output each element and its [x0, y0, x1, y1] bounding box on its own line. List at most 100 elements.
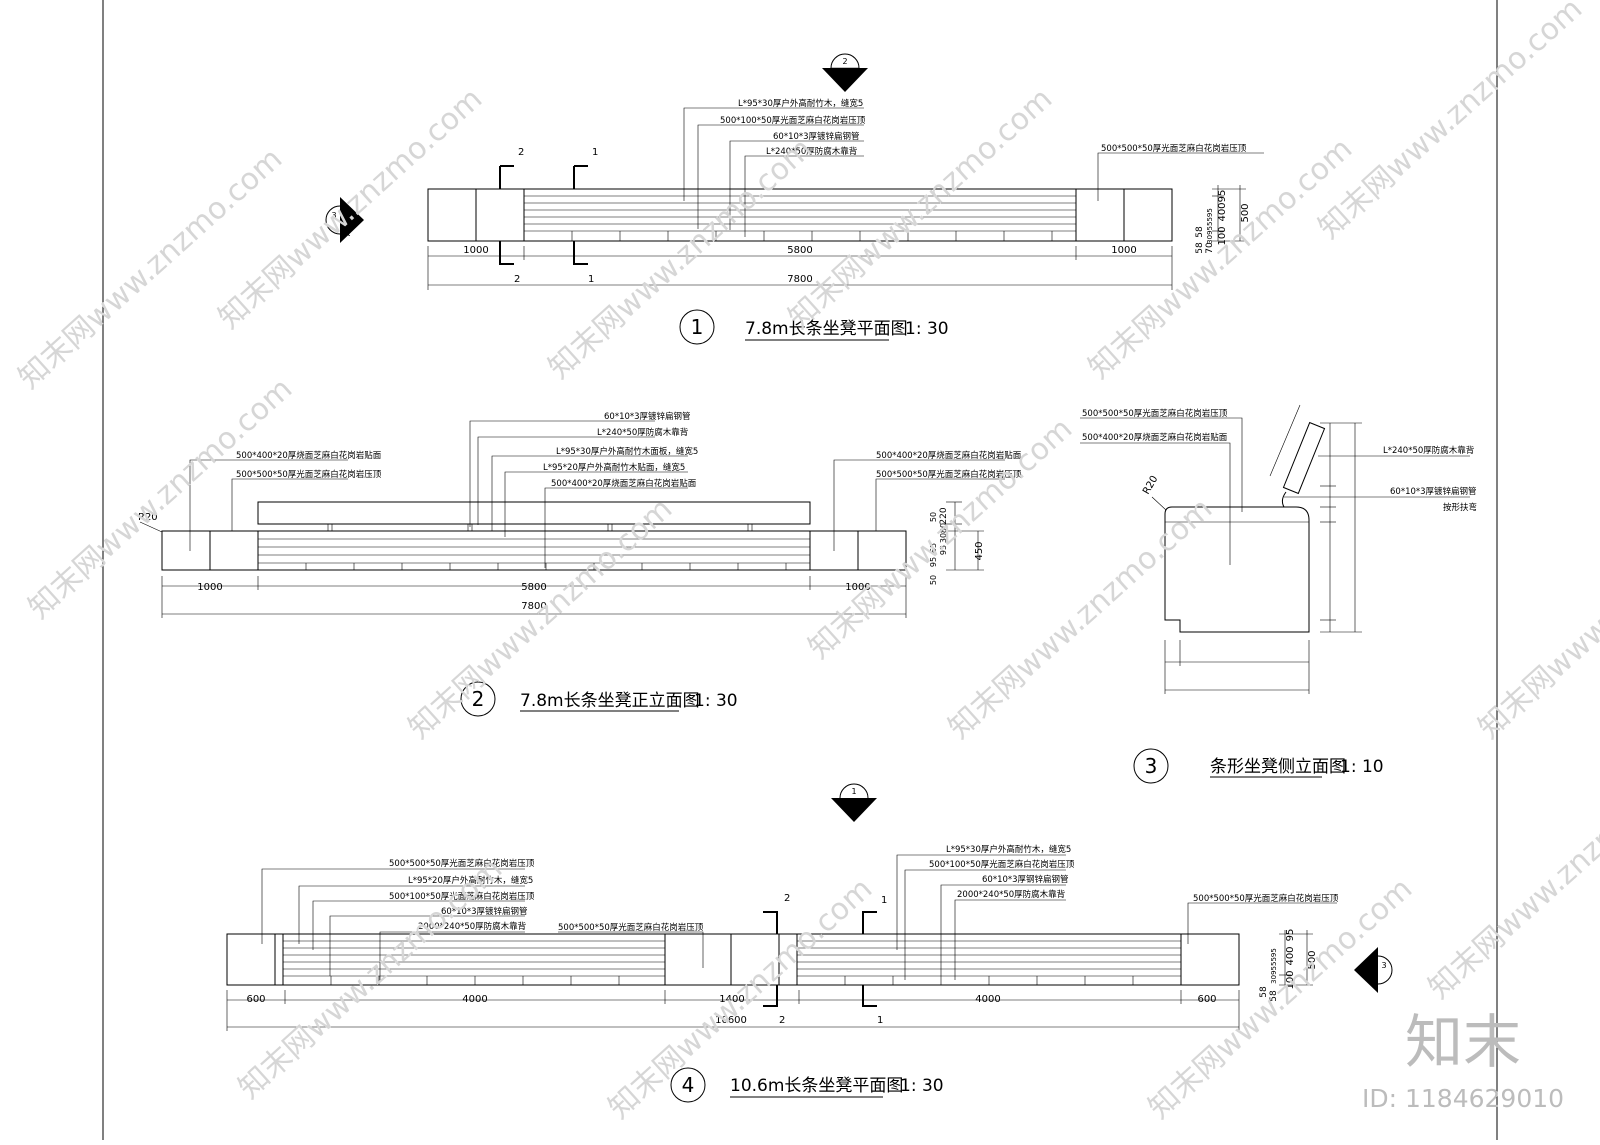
dimension-text: 95	[929, 557, 938, 567]
leader-line	[954, 899, 1066, 980]
detail-callout-right: 3 AT-01.5	[1354, 947, 1393, 993]
material-note: 500*500*50厚光面芝麻白花岗岩压顶	[558, 922, 704, 933]
steel-tube	[1281, 491, 1287, 508]
backrest-post	[327, 523, 333, 532]
radius-label: R20	[138, 512, 158, 523]
leader-line	[504, 471, 688, 537]
bench-outline	[226, 933, 1240, 986]
dimension-text: 30955595	[1270, 948, 1278, 984]
drawing-title: 条形坐凳侧立面图	[1210, 757, 1346, 777]
material-note: 按形扶弯	[1443, 502, 1477, 513]
svg-text:3: 3	[1381, 961, 1386, 970]
dimension-text: 5800	[787, 245, 812, 256]
section-label: 2	[518, 147, 524, 158]
section-marker	[862, 911, 877, 934]
material-note: 60*10*3厚镀锌扁钢管	[1390, 486, 1477, 497]
dimension-line	[1269, 404, 1301, 477]
dimension-text: 58	[1269, 990, 1279, 1002]
section-label: 1	[881, 895, 887, 906]
material-note: 2000*240*50厚防腐木靠背	[957, 889, 1066, 900]
watermark-text: 知末网www.znzmo.com	[942, 491, 1219, 746]
dimension-text: 30	[939, 533, 948, 543]
slat-ticks	[330, 976, 1134, 985]
leader-line	[469, 420, 655, 527]
dimension-text: 100	[1285, 970, 1296, 989]
material-note: 500*400*20厚烧面芝麻白花岗岩贴面	[1082, 432, 1228, 443]
radius-leader	[139, 521, 163, 533]
dimension-text: 500	[1307, 950, 1318, 969]
leader-line	[329, 915, 525, 976]
watermark-text: 知末网www.znzmo.com	[12, 141, 289, 396]
watermark-text: 知末网www.znzmo.com	[1422, 751, 1600, 1006]
detail-callout-left: 3 AT-01.5	[325, 197, 364, 243]
radius-leader	[1151, 496, 1167, 511]
drawing-title: 7.8m长条坐凳平面图	[745, 319, 908, 339]
svg-text:AT-01.6: AT-01.6	[842, 802, 866, 810]
dimension-text: 600	[246, 994, 265, 1005]
dimension-text: 100	[1217, 226, 1228, 245]
dimension-text: 1000	[197, 582, 222, 593]
watermark-text: 知末网www.znzmo.com	[212, 81, 489, 336]
leader-line	[312, 900, 525, 950]
backrest-section	[1282, 421, 1326, 495]
dimension-text: 70	[1205, 242, 1215, 254]
drawing-number-circle	[1133, 748, 1169, 784]
svg-text:AT-01.5: AT-01.5	[344, 212, 352, 236]
material-note: 60*10*3厚镀锌扁钢管	[604, 411, 691, 422]
drawing-scale: 1: 30	[900, 1076, 944, 1096]
leader-line	[261, 868, 525, 944]
watermark-text: 知末网www.znzmo.com	[542, 131, 819, 386]
dimension-text: 500	[1240, 203, 1251, 222]
material-note: L*95*20厚户外高耐竹木，缝宽5	[408, 875, 533, 886]
section-marker	[763, 911, 778, 934]
section-label: 2	[784, 893, 790, 904]
dimension-text: 50	[929, 575, 938, 585]
leader-line	[189, 459, 348, 551]
dimension-text: 95	[939, 545, 948, 555]
leader-line	[1097, 152, 1264, 201]
svg-text:2: 2	[842, 57, 847, 66]
image-id: ID: 1184629010	[1362, 1084, 1564, 1113]
leader-line	[1080, 442, 1231, 565]
leader-line	[697, 124, 864, 229]
watermark-text: 知末网www.znzmo.com	[22, 371, 299, 626]
slat-lines	[283, 940, 1181, 977]
drawing-number-circle	[679, 309, 715, 345]
leader-line	[729, 140, 864, 230]
plan-10600-bench: 2 1 2 1 1 AT-01.6 3 AT-01.5 500*500*50厚光…	[226, 783, 1393, 1103]
dimension-text: 1000	[845, 582, 870, 593]
leader-line	[683, 107, 864, 201]
dimension-text: 7800	[521, 601, 546, 612]
watermark-text: 知末网www.znzmo.com	[1082, 131, 1359, 386]
dimension-text: 80	[939, 523, 948, 533]
material-note: 60*10*3厚镀锌扁钢管	[441, 906, 528, 917]
elevation-7800-bench: 60*10*3厚镀锌扁钢管 L*240*50厚防腐木靠背 L*95*30厚户外高…	[138, 411, 1022, 717]
leader-line	[544, 487, 688, 568]
leader-line	[744, 155, 864, 237]
base-ticks	[305, 563, 787, 570]
dimension-text: 65	[929, 543, 938, 553]
material-note: 2000*240*50厚防腐木靠背	[418, 921, 527, 932]
svg-text:AT-01.5: AT-01.5	[833, 71, 857, 79]
drawing-title: 7.8m长条坐凳正立面图	[520, 691, 700, 711]
material-note: 500*500*50厚光面芝麻白花岗岩压顶	[876, 469, 1022, 480]
slat-ticks	[571, 231, 1053, 241]
backrest	[257, 501, 811, 525]
leader-line	[875, 478, 1005, 531]
material-note: 500*500*50厚光面芝麻白花岗岩压顶	[1082, 408, 1228, 419]
leader-line	[491, 455, 688, 531]
material-note: 500*400*20厚烧面芝麻白花岗岩贴面	[551, 478, 697, 489]
material-note: L*240*50厚防腐木靠背	[1383, 445, 1475, 456]
leader-line	[940, 884, 1066, 976]
watermark-text: 知末网www.znzmo.com	[802, 411, 1079, 666]
bench-outline	[427, 188, 1173, 242]
material-note: L*95*30厚户外高耐竹木，缝宽5	[946, 844, 1071, 855]
dimension-text: 1000	[463, 245, 488, 256]
material-note: 500*500*50厚光面芝麻白花岗岩压顶	[389, 858, 535, 869]
backrest-post	[607, 523, 613, 532]
leader-line	[558, 931, 704, 968]
leader-line	[477, 436, 655, 525]
material-note: 60*10*3厚钢锌扁钢管	[982, 874, 1069, 885]
dimension-text: 58	[1195, 226, 1205, 238]
